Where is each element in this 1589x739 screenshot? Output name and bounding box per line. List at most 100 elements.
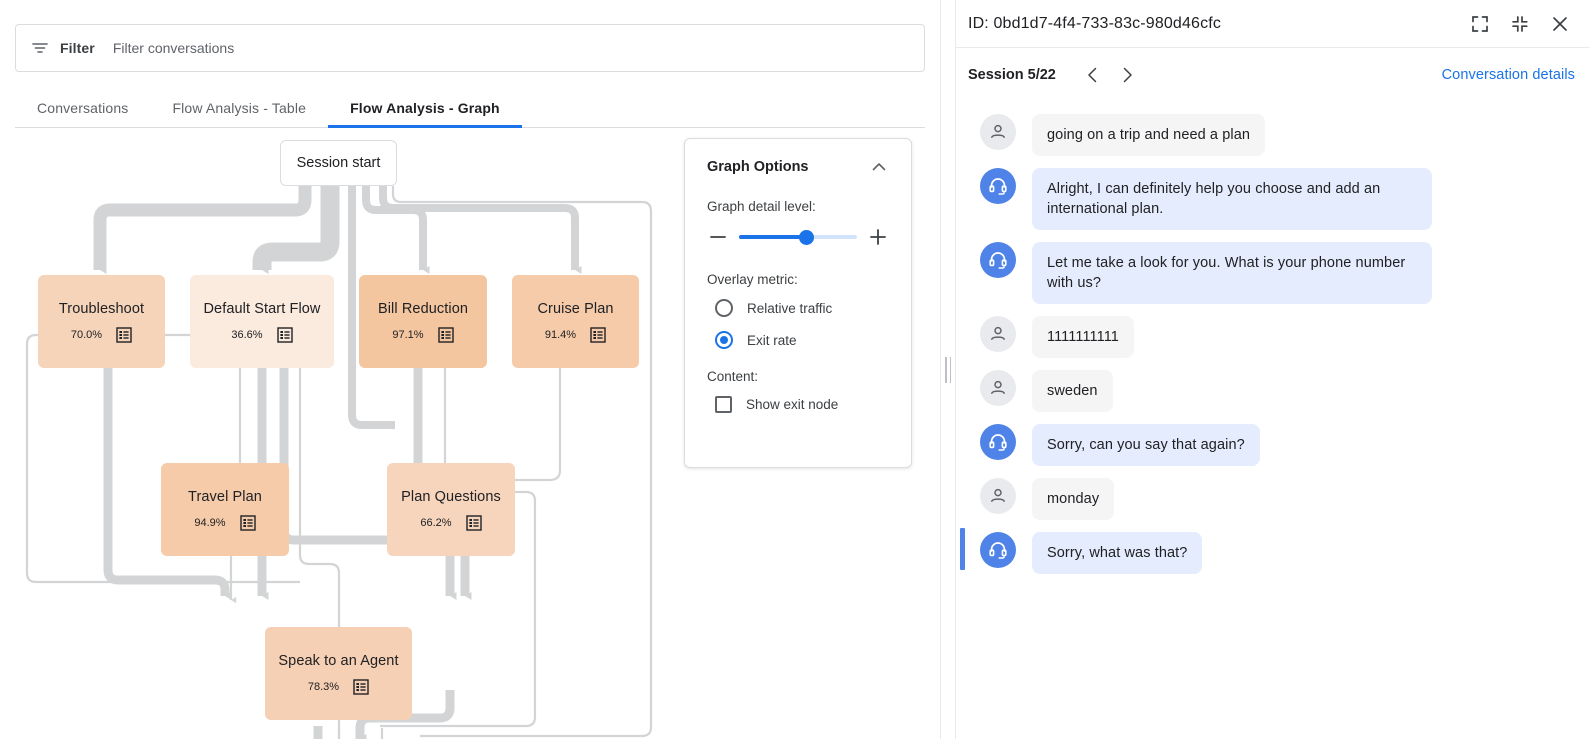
close-icon[interactable] (1545, 9, 1575, 39)
slider-fill (739, 235, 807, 239)
message-row: Alright, I can definitely help you choos… (956, 162, 1589, 236)
message-bubble: Sorry, what was that? (1032, 532, 1203, 574)
graph-node-troubleshoot[interactable]: Troubleshoot 70.0% (38, 275, 165, 368)
node-meta: 94.9% (194, 514, 256, 531)
tab-label: Flow Analysis - Graph (350, 99, 500, 116)
tab-bar: Conversations Flow Analysis - Table Flow… (15, 88, 925, 128)
message-bubble: Alright, I can definitely help you choos… (1032, 168, 1432, 230)
node-meta: 97.1% (392, 326, 454, 343)
flow-analysis-pane: Filter Conversations Flow Analysis - Tab… (0, 24, 946, 739)
expand-icon[interactable] (1465, 9, 1495, 39)
node-title: Default Start Flow (203, 300, 321, 317)
user-avatar-icon (980, 478, 1016, 514)
radio-relative-traffic[interactable]: Relative traffic (715, 299, 889, 317)
decrease-detail-button[interactable] (707, 226, 729, 248)
filter-bar[interactable]: Filter (15, 24, 925, 72)
collapse-icon[interactable] (1505, 9, 1535, 39)
radio-label: Relative traffic (747, 300, 833, 316)
node-title: Bill Reduction (377, 300, 469, 317)
conversation-details-link[interactable]: Conversation details (1441, 67, 1575, 83)
message-bubble: Let me take a look for you. What is your… (1032, 242, 1432, 304)
content-label: Content: (707, 369, 759, 384)
checkbox-label: Show exit node (746, 397, 839, 412)
chevron-up-icon[interactable] (869, 157, 889, 177)
chevron-left-icon[interactable] (1076, 58, 1110, 92)
radio-button-unchecked-icon[interactable] (715, 299, 733, 317)
node-details-list-icon[interactable] (437, 326, 454, 343)
graph-node-plan-questions[interactable]: Plan Questions 66.2% (387, 463, 515, 556)
session-start-label: Session start (296, 155, 381, 171)
node-percent: 70.0% (70, 328, 103, 341)
node-meta: 91.4% (544, 326, 606, 343)
message-bubble: monday (1032, 478, 1115, 520)
agent-headset-icon (980, 532, 1016, 568)
node-percent: 36.6% (231, 328, 263, 341)
node-details-list-icon[interactable] (116, 326, 132, 343)
detail-level-slider[interactable] (739, 227, 857, 247)
radio-exit-rate[interactable]: Exit rate (715, 331, 889, 349)
message-row: sweden (956, 364, 1589, 418)
tab-flow-analysis-table[interactable]: Flow Analysis - Table (150, 88, 328, 127)
node-title: Cruise Plan (537, 300, 614, 317)
node-percent: 66.2% (420, 516, 452, 529)
node-title: Plan Questions (401, 488, 501, 505)
message-row: Let me take a look for you. What is your… (956, 236, 1589, 310)
node-meta: 78.3% (308, 678, 369, 695)
graph-node-speak-to-an-agent[interactable]: Speak to an Agent 78.3% (265, 627, 412, 720)
message-row-highlighted: Sorry, what was that? (956, 526, 1589, 580)
checkbox-unchecked-icon[interactable] (715, 396, 732, 413)
graph-node-travel-plan[interactable]: Travel Plan 94.9% (161, 463, 289, 556)
node-percent: 94.9% (194, 516, 226, 529)
flow-graph-canvas[interactable]: Session start Troubleshoot 70.0% (0, 130, 946, 739)
node-details-list-icon[interactable] (239, 514, 256, 531)
agent-headset-icon (980, 168, 1016, 204)
agent-headset-icon (980, 242, 1016, 278)
node-title: Speak to an Agent (278, 652, 399, 669)
message-bubble: 1111111111 (1032, 316, 1134, 358)
node-meta: 70.0% (70, 326, 132, 343)
node-details-list-icon[interactable] (353, 678, 369, 695)
message-list[interactable]: going on a trip and need a plan Alright,… (956, 102, 1589, 739)
agent-headset-icon (980, 424, 1016, 460)
graph-node-cruise-plan[interactable]: Cruise Plan 91.4% (512, 275, 639, 368)
filter-input[interactable] (112, 40, 873, 56)
graph-node-default-start-flow[interactable]: Default Start Flow 36.6% (190, 275, 334, 368)
filter-icon (30, 38, 50, 58)
slider-knob[interactable] (798, 229, 814, 245)
graph-detail-level-slider-row (707, 226, 889, 248)
tab-conversations[interactable]: Conversations (15, 88, 150, 127)
checkbox-show-exit-node[interactable]: Show exit node (715, 396, 889, 413)
filter-label: Filter (60, 40, 95, 56)
radio-button-checked-icon[interactable] (715, 331, 733, 349)
node-details-list-icon[interactable] (276, 326, 293, 343)
graph-options-header: Graph Options (707, 157, 889, 177)
node-details-list-icon[interactable] (590, 326, 606, 343)
tab-label: Conversations (37, 99, 129, 116)
graph-options-title: Graph Options (707, 159, 809, 175)
chevron-right-icon[interactable] (1110, 58, 1144, 92)
drag-handle-icon (945, 356, 951, 383)
graph-options-panel: Graph Options Graph detail level: (684, 138, 912, 468)
graph-node-bill-reduction[interactable]: Bill Reduction 97.1% (359, 275, 487, 368)
tab-flow-analysis-graph[interactable]: Flow Analysis - Graph (328, 88, 522, 128)
user-avatar-icon (980, 316, 1016, 352)
session-navigation-bar: Session 5/22 Conversation details (956, 48, 1589, 102)
user-avatar-icon (980, 114, 1016, 150)
node-title: Troubleshoot (58, 300, 145, 317)
overlay-metric-label: Overlay metric: (707, 272, 798, 287)
node-meta: 66.2% (420, 514, 482, 531)
node-meta: 36.6% (231, 326, 293, 343)
node-percent: 91.4% (544, 328, 577, 341)
message-bubble: going on a trip and need a plan (1032, 114, 1266, 156)
node-details-list-icon[interactable] (465, 514, 482, 531)
message-row: Sorry, can you say that again? (956, 418, 1589, 472)
message-bubble: sweden (1032, 370, 1113, 412)
message-row: 1111111111 (956, 310, 1589, 364)
message-row: monday (956, 472, 1589, 526)
pane-splitter-handle[interactable] (940, 0, 956, 739)
graph-detail-level-label: Graph detail level: (707, 199, 816, 214)
graph-node-session-start[interactable]: Session start (280, 140, 397, 186)
tab-label: Flow Analysis - Table (172, 99, 307, 116)
increase-detail-button[interactable] (867, 226, 889, 248)
